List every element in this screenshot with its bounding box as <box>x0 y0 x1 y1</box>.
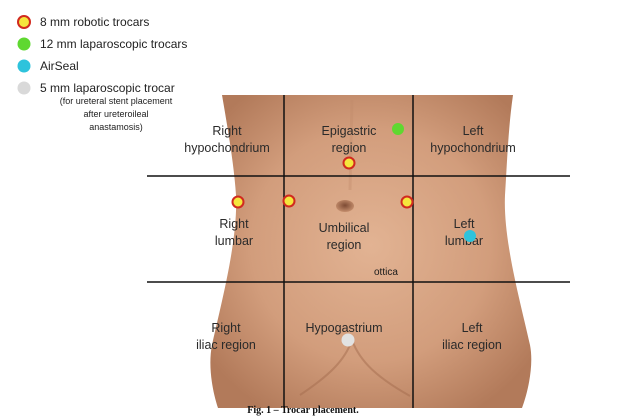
region-label-line: Umbilical <box>319 221 370 235</box>
trocar-12mm-epigastric <box>392 123 404 135</box>
region-label-line: hypochondrium <box>430 141 515 155</box>
region-label-line: region <box>327 238 362 252</box>
midline-shading <box>348 99 354 191</box>
region-label-line: iliac region <box>196 338 256 352</box>
legend-label-12mm: 12 mm laparoscopic trocars <box>40 37 187 51</box>
region-right-hypochondrium: Right hypochondrium <box>184 124 269 155</box>
trocar-5mm-hypogastrium <box>341 333 355 347</box>
trocar-8mm-right-umbilical <box>282 194 296 208</box>
ottica-label: ottica <box>374 267 398 278</box>
navel <box>336 200 354 212</box>
legend-note-line: anastamosis) <box>89 122 143 132</box>
legend-note-line: (for ureteral stent placement <box>60 96 173 106</box>
region-left-iliac: Left iliac region <box>442 321 502 352</box>
region-right-iliac: Right iliac region <box>196 321 256 352</box>
legend-marker-8mm <box>17 15 31 29</box>
legend-marker-airseal <box>17 59 31 73</box>
region-label-line: region <box>332 141 367 155</box>
trocar-8mm-left-umbilical <box>400 195 414 209</box>
region-label-line: Left <box>463 124 484 138</box>
region-label-line: lumbar <box>445 234 483 248</box>
region-label-line: Right <box>212 124 242 138</box>
region-label-line: Left <box>454 217 475 231</box>
region-label-line: iliac region <box>442 338 502 352</box>
trocar-8mm-right-lumbar <box>231 195 245 209</box>
region-epigastric: Epigastric region <box>322 124 377 155</box>
region-label-line: hypochondrium <box>184 141 269 155</box>
legend-label-airseal: AirSeal <box>40 59 79 73</box>
region-label-line: Right <box>211 321 241 335</box>
legend-note-line: after ureteroileal <box>83 109 148 119</box>
region-label-line: Right <box>219 217 249 231</box>
region-umbilical: Umbilical region <box>319 221 370 252</box>
region-left-hypochondrium: Left hypochondrium <box>430 124 515 155</box>
trocar-airseal-left-lumbar <box>464 230 476 242</box>
region-label-line: Epigastric <box>322 124 377 138</box>
region-right-lumbar: Right lumbar <box>215 217 253 248</box>
legend: 8 mm robotic trocars 12 mm laparoscopic … <box>17 15 187 132</box>
torso-silhouette <box>210 95 532 408</box>
region-label-line: Hypogastrium <box>305 321 382 335</box>
legend-marker-5mm <box>17 81 31 95</box>
legend-label-8mm: 8 mm robotic trocars <box>40 15 149 29</box>
region-label-line: Left <box>462 321 483 335</box>
region-label-line: lumbar <box>215 234 253 248</box>
legend-label-5mm: 5 mm laparoscopic trocar <box>40 81 175 95</box>
figure-caption: Fig. 1 – Trocar placement. <box>247 405 359 416</box>
region-hypogastrium: Hypogastrium <box>305 321 382 335</box>
trocar-8mm-epigastric <box>342 156 356 170</box>
legend-marker-12mm <box>17 37 31 51</box>
